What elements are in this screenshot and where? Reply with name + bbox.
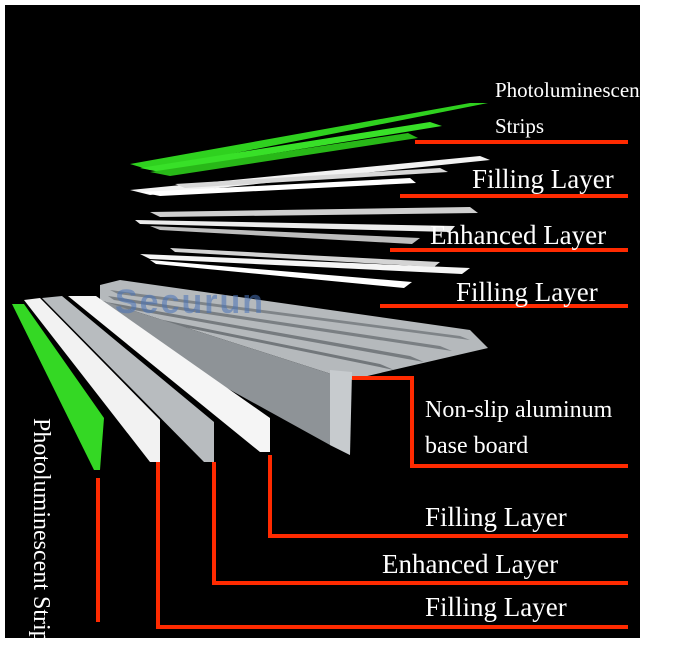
green-strip-top-3 bbox=[150, 133, 418, 176]
leader-line-filling-3 bbox=[268, 455, 628, 538]
label-enhanced-layer-1: Enhanced Layer bbox=[430, 220, 607, 250]
enhanced-strip-1 bbox=[150, 207, 478, 217]
filling-strip-left-outer bbox=[24, 298, 160, 462]
label-photoluminescent-strips-vertical: Photoluminescent Strips bbox=[28, 418, 54, 652]
filling-strip-top-2 bbox=[175, 168, 448, 188]
leader-line-enhanced-2 bbox=[212, 462, 628, 585]
watermark-logo: Securun bbox=[115, 283, 266, 321]
leader-line-base-board bbox=[352, 376, 628, 468]
label-filling-layer-1: Filling Layer bbox=[472, 164, 614, 194]
label-base-board-line2: base board bbox=[425, 433, 529, 459]
label-filling-layer-2: Filling Layer bbox=[456, 277, 598, 307]
label-filling-layer-4: Filling Layer bbox=[425, 592, 567, 622]
filling-strip-mid-2 bbox=[170, 248, 440, 267]
filling-strip-mid-3 bbox=[150, 260, 412, 288]
aluminum-groove-1 bbox=[110, 290, 470, 340]
label-photoluminescent-strips-line2: Strips bbox=[495, 114, 545, 138]
label-filling-layer-3: Filling Layer bbox=[425, 502, 567, 532]
label-base-board-line1: Non-slip aluminum bbox=[425, 397, 613, 423]
filling-strip-mid-1 bbox=[140, 254, 470, 274]
aluminum-front-face bbox=[330, 370, 352, 455]
aluminum-groove-3 bbox=[106, 302, 424, 362]
green-strip-top-2 bbox=[140, 122, 442, 172]
enhanced-strip-2 bbox=[135, 220, 455, 232]
filling-strip-top-3 bbox=[140, 178, 416, 196]
green-strip-top-1 bbox=[130, 103, 488, 170]
aluminum-groove-4 bbox=[104, 308, 394, 370]
leader-line-filling-4 bbox=[156, 462, 628, 629]
aluminum-nose bbox=[100, 300, 350, 455]
enhanced-strip-left bbox=[42, 296, 214, 462]
filling-strip-left-inner bbox=[68, 296, 270, 452]
green-strip-vertical bbox=[12, 304, 104, 470]
enhanced-strip-3 bbox=[150, 226, 420, 244]
aluminum-groove-2 bbox=[108, 296, 452, 351]
label-photoluminescent-strips-line1: Photoluminescent bbox=[495, 78, 646, 102]
label-enhanced-layer-2: Enhanced Layer bbox=[382, 549, 559, 579]
